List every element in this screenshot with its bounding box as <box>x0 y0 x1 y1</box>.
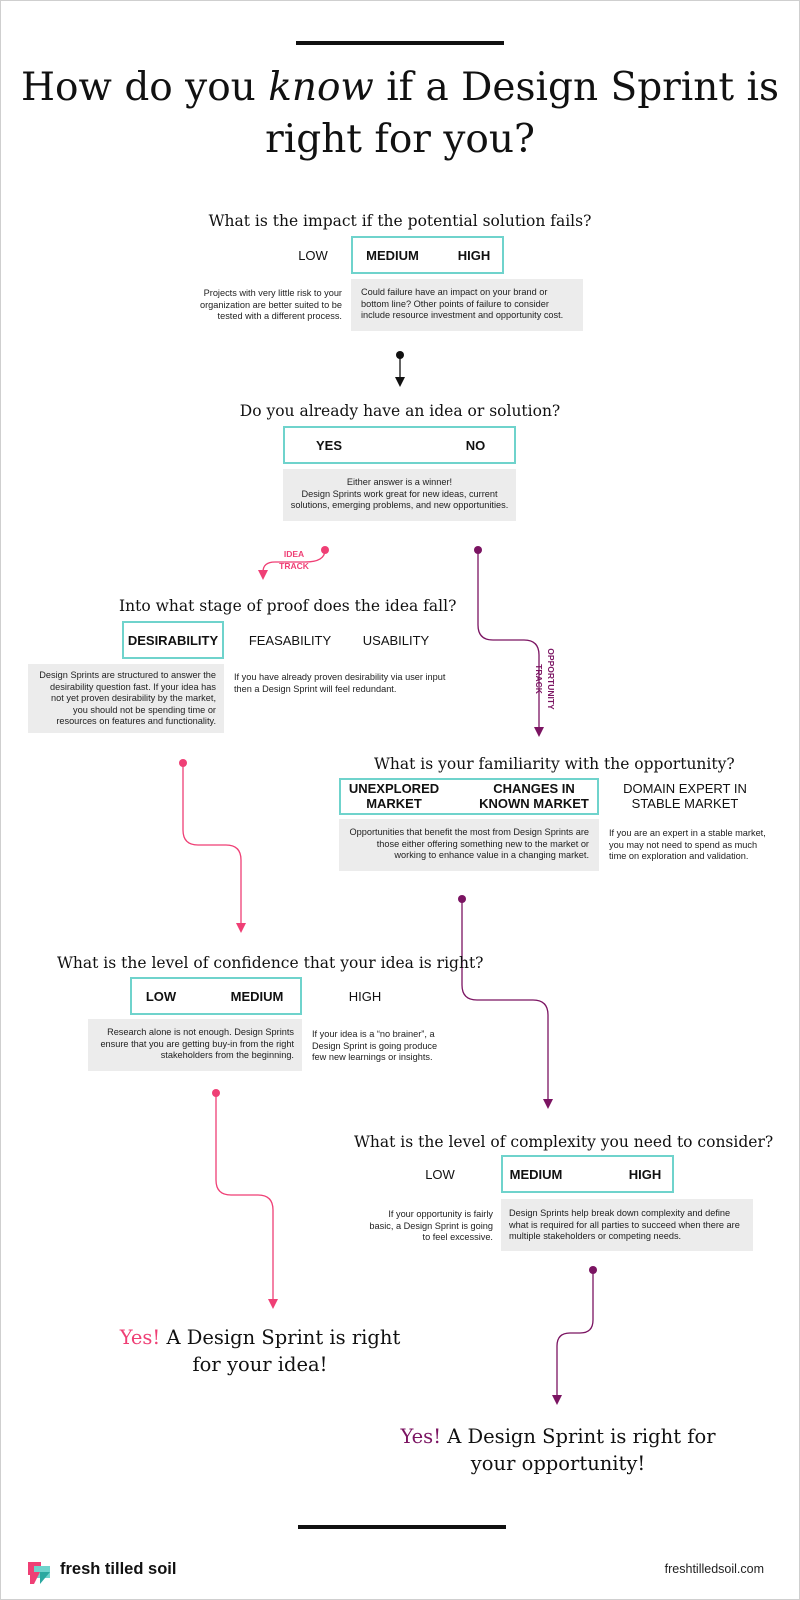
arrow-idea-track <box>258 546 329 580</box>
q6-medium-high-note: Design Sprints help break down complexit… <box>501 1199 753 1251</box>
arrow-q3-to-q5 <box>179 759 246 933</box>
bottom-rule <box>298 1525 506 1529</box>
q6-option-medium[interactable]: MEDIUM <box>509 1167 563 1182</box>
arrow-opportunity-track <box>474 546 544 737</box>
q6-selected-box <box>501 1155 674 1193</box>
opportunity-track-label: OPPORTUNITY TRACK <box>534 648 556 710</box>
q6-option-low[interactable]: LOW <box>425 1167 455 1182</box>
q4-selected-box <box>339 778 599 815</box>
q1-option-medium[interactable]: MEDIUM <box>366 248 419 263</box>
q5-question: What is the level of confidence that you… <box>57 954 484 972</box>
q1-option-low[interactable]: LOW <box>298 248 328 263</box>
q6-option-high[interactable]: HIGH <box>628 1167 662 1182</box>
q4-option-unexplored-market[interactable]: UNEXPLORED MARKET <box>348 781 440 811</box>
q2-selected-box <box>283 426 516 464</box>
q1-selected-box <box>351 236 504 274</box>
q5-high-note: If your idea is a “no brainer”, a Design… <box>312 1029 438 1062</box>
q5-option-medium[interactable]: MEDIUM <box>230 989 284 1004</box>
q3-option-usability[interactable]: USABILITY <box>362 633 430 648</box>
q2-note-body: Design Sprints work great for new ideas,… <box>290 488 509 511</box>
q2-note: Either answer is a winner! Design Sprint… <box>283 469 516 521</box>
result-opportunity-yes: Yes! <box>400 1425 442 1448</box>
q4-unexplored-changes-note: Opportunities that benefit the most from… <box>339 819 599 871</box>
top-rule <box>296 41 504 45</box>
q6-low-note: If your opportunity is fairly basic, a D… <box>369 1209 493 1242</box>
result-opportunity: Yes! A Design Sprint is right for your o… <box>398 1423 718 1477</box>
q5-low-medium-note: Research alone is not enough. Design Spr… <box>88 1019 302 1071</box>
q2-option-yes[interactable]: YES <box>315 438 342 453</box>
q5-option-high[interactable]: HIGH <box>348 989 382 1004</box>
q5-option-low[interactable]: LOW <box>145 989 177 1004</box>
q4-domain-expert-note: If you are an expert in a stable market,… <box>609 828 766 861</box>
result-idea-yes: Yes! <box>119 1326 161 1349</box>
q5-selected-box <box>130 977 302 1015</box>
q1-question: What is the impact if the potential solu… <box>208 212 592 230</box>
q3-feasability-usability-note: If you have already proven desirability … <box>234 672 446 694</box>
q2-note-headline: Either answer is a winner! <box>346 477 453 487</box>
result-idea: Yes! A Design Sprint is right for your i… <box>110 1324 410 1378</box>
q2-question: Do you already have an idea or solution? <box>239 402 561 420</box>
q1-option-high[interactable]: HIGH <box>457 248 491 263</box>
arrow-q5-to-result-idea <box>212 1089 278 1309</box>
q3-selected-box <box>122 621 224 659</box>
arrow-q1-to-q2 <box>395 351 405 387</box>
idea-track-label: IDEA TRACK <box>279 549 309 571</box>
q2-option-no[interactable]: NO <box>465 438 486 453</box>
q6-question: What is the level of complexity you need… <box>354 1133 774 1151</box>
q3-desirability-note: Design Sprints are structured to answer … <box>28 664 224 733</box>
q4-option-domain-expert[interactable]: DOMAIN EXPERT IN STABLE MARKET <box>623 781 747 811</box>
result-opportunity-text: A Design Sprint is right for your opport… <box>441 1425 716 1475</box>
footer-url[interactable]: freshtilledsoil.com <box>664 1562 764 1576</box>
arrow-q6-to-result-opportunity <box>552 1266 597 1405</box>
brand-name: fresh tilled soil <box>60 1560 177 1578</box>
q3-option-desirability[interactable]: DESIRABILITY <box>127 633 219 648</box>
q1-low-note: Projects with very little risk to your o… <box>200 288 342 321</box>
q3-option-feasability[interactable]: FEASABILITY <box>248 633 332 648</box>
q3-question: Into what stage of proof does the idea f… <box>119 597 457 615</box>
q4-option-changes-in-known-market[interactable]: CHANGES IN KNOWN MARKET <box>479 781 589 811</box>
brand-logo-icon <box>28 1562 50 1584</box>
result-idea-text: A Design Sprint is right for your idea! <box>160 1326 401 1376</box>
q4-question: What is your familiarity with the opport… <box>374 755 735 773</box>
page-title: How do you know if a Design Sprint is ri… <box>21 65 779 162</box>
arrow-q4-to-q6 <box>458 895 553 1109</box>
q1-medium-high-note: Could failure have an impact on your bra… <box>351 279 583 331</box>
